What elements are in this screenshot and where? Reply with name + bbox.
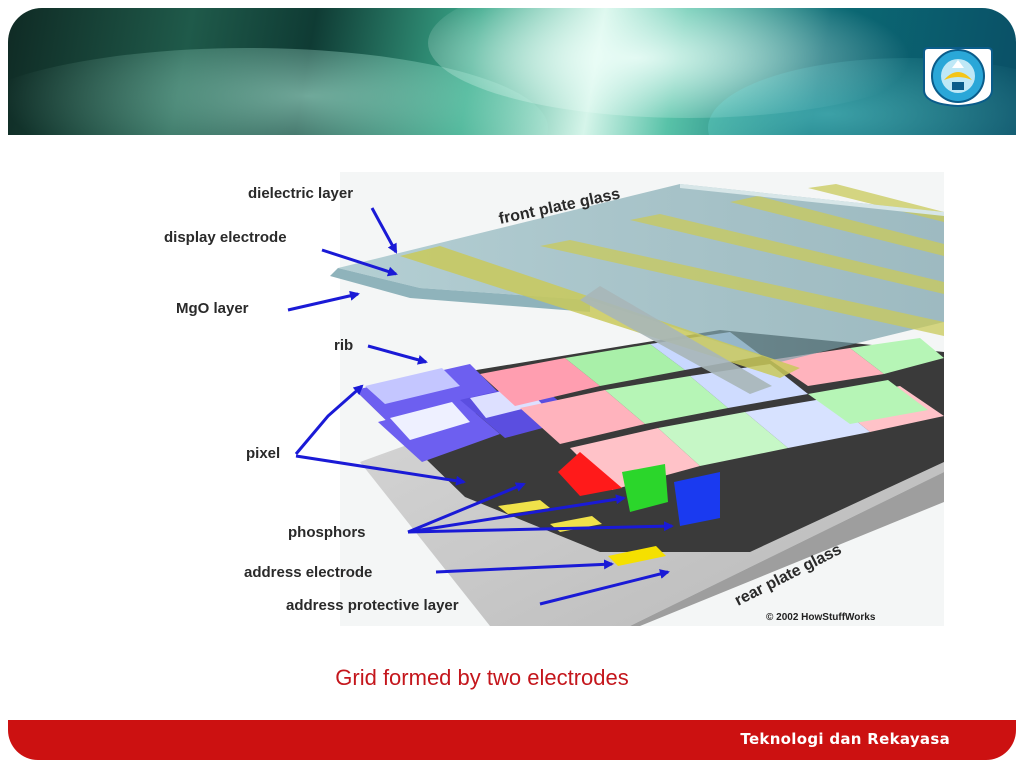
tut-wuri-handayani-logo-icon (923, 47, 993, 108)
arrow-rib (367, 344, 428, 365)
arrow-pixel-1 (294, 384, 364, 455)
arrow-phosphors-blue (407, 521, 674, 534)
label-phosphors: phosphors (288, 524, 366, 541)
footer-text: Teknologi dan Rekayasa (740, 730, 950, 748)
arrow-pixel-2 (295, 454, 466, 486)
callout-arrows (287, 207, 674, 606)
label-address-electrode: address electrode (244, 564, 372, 581)
arrow-address-electrode (435, 559, 614, 574)
arrow-mgo-layer (287, 290, 360, 312)
arrow-phosphors-red (407, 482, 526, 534)
label-mgo-layer: MgO layer (176, 300, 249, 317)
plasma-display-diagram: front plate glass rear plate glass © 200… (164, 172, 944, 626)
label-rib: rib (334, 337, 353, 354)
label-address-protective-layer: address protective layer (286, 597, 459, 614)
arrow-dielectric-layer (370, 207, 398, 254)
arrow-display-electrode (321, 248, 398, 277)
header-banner (8, 8, 1016, 135)
pixel-cells (355, 332, 944, 526)
diagram-caption: Grid formed by two electrodes (0, 665, 964, 691)
caption-text: Grid formed by two electrodes (335, 665, 629, 690)
copyright-label: © 2002 HowStuffWorks (766, 612, 876, 623)
arrow-phosphors-green (407, 494, 626, 534)
label-display-electrode: display electrode (164, 229, 287, 246)
arrow-address-protective-layer (539, 569, 670, 606)
label-dielectric-layer: dielectric layer (248, 185, 353, 202)
front-plate-glass (330, 184, 944, 394)
footer-bar: Teknologi dan Rekayasa (8, 720, 1016, 760)
label-pixel: pixel (246, 445, 280, 462)
